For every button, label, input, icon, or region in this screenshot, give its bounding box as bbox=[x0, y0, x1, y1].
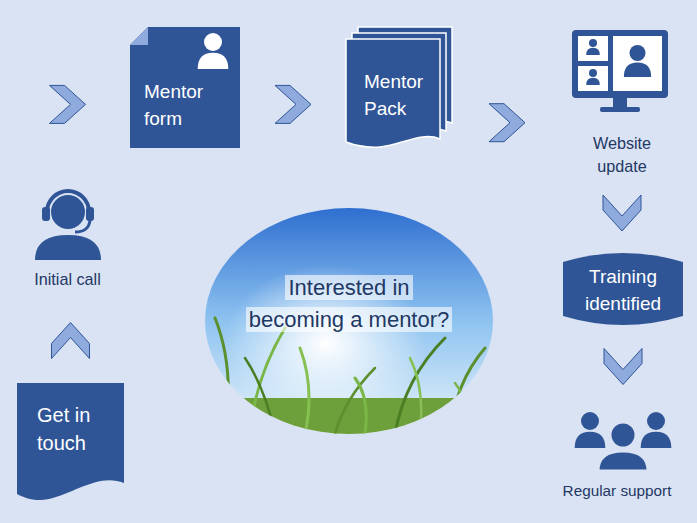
chevron-arrow bbox=[52, 323, 90, 359]
chevron-arrow bbox=[603, 195, 641, 231]
chevron-arrow bbox=[604, 349, 642, 385]
chevron-arrow bbox=[275, 85, 311, 123]
text-wrap: Training identified bbox=[569, 264, 677, 317]
text-wrap: Interested in becoming a mentor? bbox=[242, 272, 456, 336]
step-label: Mentor Pack bbox=[364, 71, 423, 119]
step-label: Training identified bbox=[585, 266, 661, 314]
text-wrap: Website update bbox=[570, 132, 674, 177]
step-label: Regular support bbox=[563, 482, 672, 499]
step-label: Initial call bbox=[34, 270, 101, 288]
step-label: Get in touch bbox=[37, 404, 90, 454]
step-shape bbox=[562, 28, 682, 176]
step-label: Interested in becoming a mentor? bbox=[246, 275, 453, 332]
step-label: Website update bbox=[593, 134, 651, 175]
text-wrap: Mentor form bbox=[144, 79, 232, 132]
step-node: Website update bbox=[562, 28, 682, 176]
step-node: Regular support bbox=[542, 405, 692, 505]
text-wrap: Regular support bbox=[542, 480, 692, 501]
text-wrap: Initial call bbox=[15, 268, 120, 291]
step-node: Mentor form bbox=[130, 27, 240, 148]
step-node: Get in touch bbox=[17, 383, 124, 501]
text-wrap: Get in touch bbox=[37, 401, 116, 457]
chevron-arrow bbox=[489, 104, 525, 142]
text-wrap: Mentor Pack bbox=[364, 69, 438, 122]
chevron-arrow bbox=[50, 85, 86, 123]
step-label: Mentor form bbox=[144, 81, 203, 129]
step-shape bbox=[563, 250, 683, 328]
step-node: Initial call bbox=[15, 188, 120, 298]
title-circle: Interested in becoming a mentor? bbox=[205, 208, 493, 434]
step-node: Training identified bbox=[563, 250, 683, 328]
step-node: Mentor Pack bbox=[346, 27, 452, 148]
